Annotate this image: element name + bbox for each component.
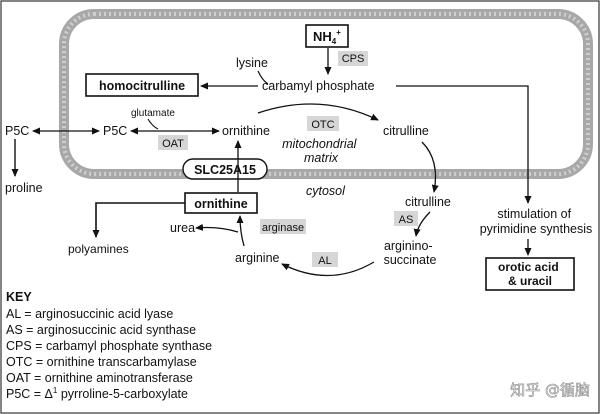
- al-label: AL: [318, 255, 331, 267]
- as-label: AS: [399, 214, 414, 226]
- ornithine-cyto-label: ornithine: [194, 197, 248, 211]
- lysine-connector: [257, 70, 269, 85]
- key-item-p5c: P5C = Δ1 pyrroline-5-carboxylate: [6, 386, 188, 401]
- p5c-inner-label: P5C: [103, 124, 127, 138]
- oat-enzyme-box: [158, 135, 188, 150]
- argininosuccinate-label: arginino- succinate: [384, 239, 437, 267]
- orotic-acid-box: [485, 257, 575, 291]
- cps-enzyme-box: [338, 51, 368, 66]
- lysine-label: lysine: [236, 56, 268, 70]
- arginine-label: arginine: [235, 251, 280, 265]
- mitochondrial-matrix-label: mitochondrial matrix: [282, 137, 360, 165]
- orotic-acid-label: orotic acid & uracil: [498, 260, 562, 288]
- otc-label: OTC: [311, 119, 334, 131]
- ornithine-to-polyamines-arrow: [92, 202, 185, 238]
- glutamate-label: glutamate: [131, 108, 175, 119]
- key-item-as: AS = arginosuccinic acid synthase: [6, 323, 196, 337]
- key-item-cps: CPS = carbamyl phosphate synthase: [6, 339, 212, 353]
- al-enzyme-box: [312, 252, 338, 267]
- citrulline-transport-arrow: [421, 141, 439, 193]
- glutamate-connector: [147, 118, 159, 130]
- key-item-otc: OTC = ornithine transcarbamylase: [6, 355, 197, 369]
- homocitrulline-label: homocitrulline: [99, 79, 185, 93]
- otc-enzyme-box: [307, 116, 339, 131]
- citrulline-mito-label: citrulline: [383, 124, 429, 138]
- arginine-to-ornithine-arrow: [236, 215, 245, 247]
- cps-label: CPS: [342, 53, 365, 65]
- carbamyl-phosphate-label: carbamyl phosphate: [262, 79, 375, 93]
- slc25a15-transporter: [182, 158, 268, 180]
- nh4-box: [305, 24, 349, 48]
- key-item-oat: OAT = ornithine aminotransferase: [6, 371, 193, 385]
- carbamyl-to-pyrimidine-arrow: [396, 85, 532, 204]
- homocitrulline-box: [85, 73, 199, 97]
- arginase-enzyme-box: [260, 219, 306, 234]
- urea-label: urea: [170, 221, 195, 235]
- pyrimidine-stimulation-label: stimulation of pyrimidine synthesis: [480, 207, 593, 236]
- membrane-texture: [62, 12, 590, 176]
- as-enzyme-box: [394, 211, 418, 226]
- watermark: 知乎 @循脑: [510, 381, 590, 399]
- polyamines-label: polyamines: [68, 242, 129, 256]
- arginase-to-urea-arrow: [195, 223, 239, 233]
- al-reaction-arrow: [281, 261, 375, 277]
- citrulline-cyto-label: citrulline: [405, 195, 451, 209]
- arginase-label: arginase: [262, 222, 304, 234]
- nh4-label: NH4+: [313, 28, 341, 46]
- oat-label: OAT: [162, 138, 184, 150]
- key-item-al: AL = arginosuccinic acid lyase: [6, 307, 173, 321]
- p5c-outer-label: P5C: [5, 124, 29, 138]
- otc-reaction-arrow: [257, 103, 379, 121]
- as-reaction-arrow: [413, 211, 431, 237]
- key-title: KEY: [6, 290, 32, 304]
- proline-label: proline: [5, 181, 43, 195]
- ornithine-mito-label: ornithine: [222, 124, 270, 138]
- slc25a15-label: SLC25A15: [194, 163, 256, 177]
- cytosol-label: cytosol: [306, 184, 346, 198]
